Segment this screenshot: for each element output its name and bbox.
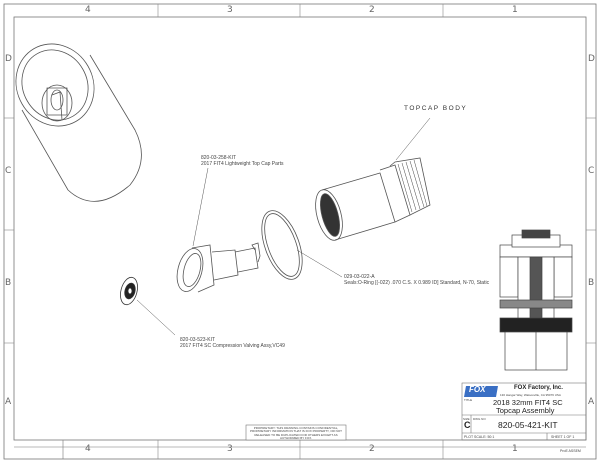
size-value: C [464,420,471,430]
dwg-no-label: DWG NO [473,417,486,421]
title-label: TITLE [464,398,473,402]
zone-row-b-right: B [588,278,595,288]
company-name: FOX Factory, Inc. [514,385,563,391]
model-type: ProE ASSEM [560,449,581,453]
title-line-1: 2018 32mm FIT4 SC [493,398,563,407]
size-label: SIZE [463,417,470,421]
zone-row-d-right: D [588,54,595,64]
zone-row-d: D [5,54,12,64]
proprietary-box [245,424,347,441]
top-cap-parts-drawing [176,242,261,293]
zone-row-a-right: A [588,397,595,407]
oring-desc: Seals:O-Ring [(-022) .070 C.S. X 0.989 I… [344,280,490,286]
fox-logo-text: FOX [469,385,486,394]
zone-col-1-bottom: 1 [512,444,518,454]
zone-col-1: 1 [512,5,518,15]
inner-border [13,16,587,441]
topcap-body-label: TOPCAP BODY [404,105,468,112]
compression-desc: 2017 FIT4 SC Compression Valving Assy,VC… [180,343,285,349]
compression-valving-drawing [120,276,138,306]
drawing-number: 820-05-421-KIT [498,420,558,430]
section-view [499,229,573,371]
zone-row-b: B [5,278,12,288]
zone-col-3: 3 [227,5,233,15]
proprietary-notice: PROPRIETARY: THIS DRAWING CONTAINS CONFI… [249,426,342,441]
oring-part-no: 029-03-022-A [344,274,375,280]
compression-part-no: 820-03-523-KIT [180,337,216,343]
zone-col-2-bottom: 2 [369,444,375,454]
company-address: 130 Hangar Way, Watsonville, CA 95076 US… [500,393,561,397]
fox-logo [464,386,498,397]
zone-dividers [4,4,596,459]
top-cap-parts-part-no: 820-03-258-KIT [201,155,237,161]
oring-drawing [261,210,303,280]
zone-col-4-bottom: 4 [85,444,91,454]
zone-row-c-right: C [588,166,595,176]
title-block-frame [14,382,587,459]
leader-lines [136,117,431,336]
outer-border [3,3,597,460]
zone-row-a: A [5,397,12,407]
top-cap-parts-desc: 2017 FIT4 Lightweight Top Cap Parts [201,161,284,167]
topcap-iso-view [15,43,142,202]
topcap-body-drawing [315,157,431,241]
plot-scale: PLOT SCALE: 50:1 [464,435,495,439]
zone-col-3-bottom: 3 [227,444,233,454]
title-line-2: Topcap Assembly [496,406,555,415]
zone-row-c: C [5,166,12,176]
zone-col-4: 4 [85,5,91,15]
zone-col-2: 2 [369,5,375,15]
sheet-number: SHEET 1 OF 1 [551,435,575,439]
